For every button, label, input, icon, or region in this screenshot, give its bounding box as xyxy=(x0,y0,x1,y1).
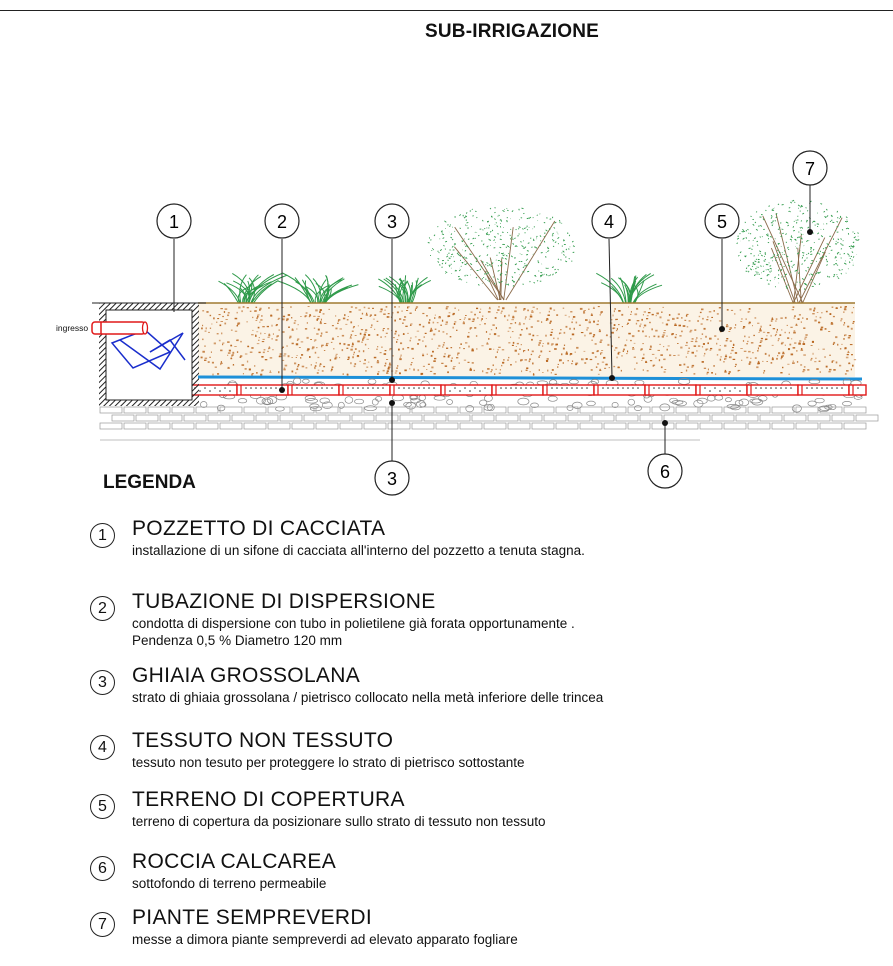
callout-1: 1 xyxy=(156,203,192,239)
svg-text:4: 4 xyxy=(604,212,614,232)
legend-item-name: PIANTE SEMPREVERDI xyxy=(132,906,372,929)
legend-item-name: TERRENO DI COPERTURA xyxy=(132,788,405,811)
callout-2: 2 xyxy=(264,203,300,239)
legend-item-description: tessuto non tesuto per proteggere lo str… xyxy=(132,755,525,770)
top-rule xyxy=(0,10,893,11)
cross-section-diagram: ingresso 1 2 3 4 5 xyxy=(56,150,879,496)
svg-text:3: 3 xyxy=(387,469,397,489)
leader-dots xyxy=(279,229,813,426)
svg-text:2: 2 xyxy=(277,212,287,232)
callout-4: 4 xyxy=(591,203,627,239)
page-title: SUB-IRRIGAZIONE xyxy=(425,21,599,42)
legend-number: 3 xyxy=(90,670,115,695)
legend-item-description: condotta di dispersione con tubo in poli… xyxy=(132,616,575,648)
svg-text:5: 5 xyxy=(717,212,727,232)
callout-5: 5 xyxy=(704,203,740,239)
legend-item-description: strato di ghiaia grossolana / pietrisco … xyxy=(132,690,604,705)
legend-number: 2 xyxy=(90,596,115,621)
svg-text:1: 1 xyxy=(169,212,179,232)
legend-item-description: installazione di un sifone di cacciata a… xyxy=(132,543,585,558)
inlet-label: ingresso xyxy=(56,323,88,333)
legend-item-name: ROCCIA CALCAREA xyxy=(132,850,337,873)
svg-text:3: 3 xyxy=(387,212,397,232)
dispersion-pipe xyxy=(185,384,867,396)
callout-7: 7 xyxy=(792,150,828,186)
geotextile-line xyxy=(197,375,863,381)
limestone-base xyxy=(99,406,879,441)
svg-text:6: 6 xyxy=(660,462,670,482)
legend-item-name: TESSUTO NON TESSUTO xyxy=(132,729,394,752)
legend-item-description: sottofondo di terreno permeabile xyxy=(132,876,327,891)
svg-text:7: 7 xyxy=(805,159,815,179)
legend-item-name: GHIAIA GROSSOLANA xyxy=(132,664,360,687)
flushing-well xyxy=(91,302,206,406)
legend-title: LEGENDA xyxy=(103,472,196,493)
legend-item-description: messe a dimora piante sempreverdi ad ele… xyxy=(132,932,518,947)
legend-number: 6 xyxy=(90,856,115,881)
legend-item-description: terreno di copertura da posizionare sull… xyxy=(132,814,546,829)
legend-number: 4 xyxy=(90,735,115,760)
callout-3-top: 3 xyxy=(374,203,410,239)
legend-item-name: POZZETTO DI CACCIATA xyxy=(132,517,386,540)
legend-number: 5 xyxy=(90,794,115,819)
callout-6: 6 xyxy=(647,453,683,489)
topsoil-layer xyxy=(198,302,857,377)
evergreen-plants xyxy=(218,199,860,304)
legend-number: 1 xyxy=(90,523,115,548)
legend-number: 7 xyxy=(90,912,115,937)
legend-item-name: TUBAZIONE DI DISPERSIONE xyxy=(132,590,436,613)
inlet-pipe xyxy=(91,321,146,335)
callout-3-bottom: 3 xyxy=(374,460,410,496)
leader-lines xyxy=(173,184,811,461)
